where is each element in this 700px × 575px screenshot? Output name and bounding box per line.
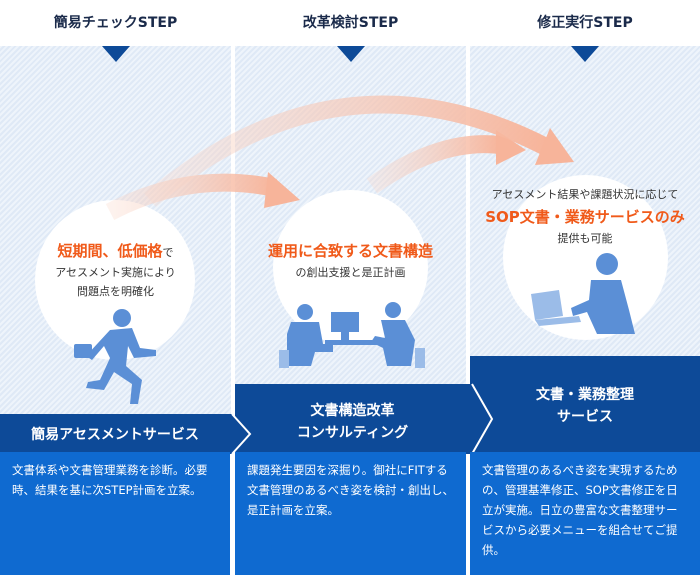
service-description-2: 課題発生要因を深掘り。御社にFITする文書管理のあるべき姿を検討・創出し、是正計…	[235, 452, 466, 575]
computer-worker-icon	[531, 253, 635, 334]
service-bar-2	[235, 384, 490, 454]
step-highlight-2: 運用に合致する文書構造	[267, 242, 433, 260]
service-title-3a: 文書・業務整理	[536, 387, 634, 403]
chevron-icon	[231, 413, 252, 455]
service-bar-1	[0, 414, 250, 454]
service-title-2a: 文書構造改革	[310, 403, 395, 419]
step-preline-3: アセスメント結果や課題状況に応じて	[491, 188, 679, 201]
running-businessman-icon	[74, 309, 156, 404]
arrowhead-icon	[535, 128, 574, 165]
step-sub-1a: アセスメント実施により	[55, 266, 176, 279]
step-header-1: 簡易チェックSTEP	[0, 0, 231, 46]
curve-arrow-short-1	[105, 173, 277, 220]
chevron-icon	[471, 383, 494, 455]
curve-arrow-short-2	[366, 135, 502, 194]
meeting-people-icon	[279, 302, 425, 368]
step-header-3: 修正実行STEP	[470, 0, 700, 46]
step-column-3: 修正実行STEP アセスメント結果や課題状況に応じて SOP文書・業務サービスの…	[470, 0, 700, 575]
curve-arrow-long	[144, 95, 553, 207]
arrowhead-icon	[264, 172, 300, 208]
step-arrow-down-icon	[101, 46, 130, 62]
step-column-1: 簡易チェックSTEP 短期間、低価格で アセスメント実施により 問題点を明確化	[0, 0, 231, 575]
step-highlight-suffix-1: で	[162, 246, 174, 259]
step-arrow-down-icon	[571, 46, 599, 62]
service-bar-3	[470, 356, 700, 454]
step-arrow-down-icon	[336, 46, 365, 62]
service-description-1: 文書体系や文書管理業務を診断。必要時、結果を基に次STEP計画を立案。	[0, 452, 230, 575]
step-circle-3	[503, 175, 668, 340]
service-title-2b: コンサルティング	[296, 425, 409, 441]
step-sub-3: 提供も可能	[557, 232, 613, 245]
step-sub-2: の創出支援と是正計画	[295, 266, 406, 279]
service-description-3: 文書管理のあるべき姿を実現するための、管理基準修正、SOP文書修正を日立が実施。…	[470, 452, 700, 575]
step-sub-1b: 問題点を明確化	[77, 285, 154, 298]
step-column-2: 改革検討STEP 運用に合致する文書構造 の創出支援と是正計画	[235, 0, 466, 575]
step-highlight-3: SOP文書・業務サービスのみ	[485, 208, 685, 226]
service-title-3b: サービス	[557, 409, 613, 425]
step-header-2: 改革検討STEP	[235, 0, 466, 46]
arrowhead-icon	[496, 130, 526, 165]
service-title-1: 簡易アセスメントサービス	[31, 427, 199, 443]
step-highlight-1: 短期間、低価格	[57, 242, 163, 260]
